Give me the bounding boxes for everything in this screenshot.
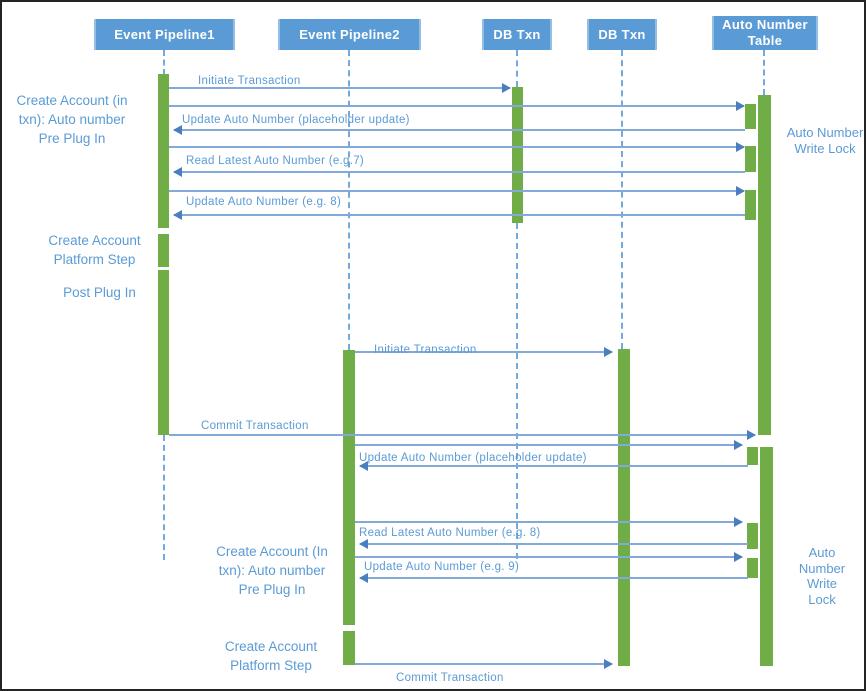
- activation-bar-write-lock-bar-2: [745, 146, 756, 172]
- actor-header-event-pipeline1: Event Pipeline1: [94, 19, 235, 50]
- annotation-post-plugin-note: Post Plug In: [47, 283, 152, 302]
- arrowhead-right-icon: [604, 659, 613, 669]
- message-label-8: Commit Transaction: [201, 420, 309, 432]
- actor-label-line: Table: [747, 33, 783, 48]
- actor-header-db-txn-1: DB Txn: [482, 19, 552, 50]
- message-label-2: Update Auto Number (placeholder update): [182, 114, 410, 126]
- message-line-12: [360, 543, 748, 545]
- arrowhead-right-icon: [734, 552, 743, 562]
- lifeline-event-pipeline2: [348, 50, 350, 350]
- annotation-line: Create Account: [224, 639, 318, 654]
- activation-bar-write-lock-bar-5: [747, 523, 758, 549]
- actor-label-line: DB Txn: [493, 26, 541, 42]
- lifeline-db-txn-1: [516, 50, 518, 87]
- activation-bar-ep1-activation-3: [158, 270, 169, 435]
- message-label-6: Update Auto Number (e.g. 8): [186, 196, 342, 208]
- actor-label-line: Event Pipeline1: [114, 26, 215, 42]
- message-label-7: Initiate Transaction: [374, 344, 477, 356]
- annotation-line: Pre Plug In: [38, 131, 106, 146]
- message-line-2: [174, 129, 745, 131]
- message-line-3: [169, 146, 744, 148]
- lifeline-db-txn-2: [621, 50, 623, 349]
- activation-bar-write-lock-bar-3: [745, 190, 756, 220]
- message-label-10: Update Auto Number (placeholder update): [359, 452, 587, 464]
- actor-header-db-txn-2: DB Txn: [587, 19, 657, 50]
- message-label-14: Update Auto Number (e.g. 9): [364, 561, 520, 573]
- annotation-line: txn): Auto number: [18, 112, 126, 127]
- annotation-line: Write Lock: [794, 140, 856, 156]
- annotation-line: Platform Step: [53, 252, 136, 267]
- annotation-line: Pre Plug In: [238, 582, 306, 597]
- message-line-11: [355, 521, 742, 523]
- annotation-line: Number: [798, 560, 846, 576]
- arrowhead-right-icon: [736, 142, 745, 152]
- annotation-line: Auto Number: [786, 125, 864, 140]
- activation-bar-ep1-activation-2: [158, 234, 169, 267]
- activation-bar-ep2-activation-1: [343, 350, 355, 625]
- arrowhead-left-icon: [359, 539, 368, 549]
- activation-bar-write-lock-bar-6: [747, 558, 758, 578]
- message-line-7: [355, 351, 612, 353]
- activation-bar-ep2-activation-2: [343, 631, 355, 665]
- activation-bar-write-lock-bar-4: [747, 447, 758, 465]
- message-line-10: [360, 465, 748, 467]
- annotation-line: Auto: [808, 545, 836, 560]
- arrowhead-left-icon: [173, 210, 182, 220]
- annotation-line: Create Account (In: [216, 544, 328, 559]
- message-line-1: [169, 105, 744, 107]
- arrowhead-right-icon: [736, 101, 745, 111]
- message-line-0: [169, 87, 510, 89]
- activation-bar-db-txn2-activation: [618, 349, 630, 666]
- arrowhead-right-icon: [502, 83, 511, 93]
- arrowhead-right-icon: [736, 186, 745, 196]
- arrowhead-right-icon: [734, 440, 743, 450]
- annotation-line: Create Account (in: [16, 93, 128, 108]
- arrowhead-right-icon: [747, 430, 756, 440]
- message-label-15: Commit Transaction: [396, 672, 504, 684]
- actor-label-line: Event Pipeline2: [299, 26, 400, 42]
- arrowhead-left-icon: [359, 461, 368, 471]
- message-line-4: [174, 171, 745, 173]
- message-label-12: Read Latest Auto Number (e.g. 8): [359, 527, 541, 539]
- annotation-line: txn): Auto number: [218, 563, 326, 578]
- message-line-13: [355, 556, 742, 558]
- message-label-4: Read Latest Auto Number (e.g.7): [186, 155, 365, 167]
- annotation-line: Create Account: [48, 233, 141, 248]
- annotation-line: Platform Step: [230, 658, 312, 673]
- message-line-6: [174, 214, 745, 216]
- actor-label-line: Auto Number: [722, 17, 808, 32]
- actor-header-event-pipeline2: Event Pipeline2: [278, 19, 421, 50]
- annotation-line: Write: [806, 576, 838, 591]
- annotation-line: Lock: [808, 591, 836, 607]
- activation-bar-auto-number-activation-1: [758, 95, 771, 435]
- arrowhead-right-icon: [734, 517, 743, 527]
- actor-label-line: DB Txn: [598, 26, 646, 42]
- message-line-14: [360, 577, 748, 579]
- lifeline-auto-number-table: [763, 50, 765, 95]
- message-label-0: Initiate Transaction: [198, 75, 301, 87]
- arrowhead-left-icon: [173, 167, 182, 177]
- message-line-9: [355, 444, 742, 446]
- arrowhead-left-icon: [359, 573, 368, 583]
- activation-bar-auto-number-activation-2: [760, 447, 773, 666]
- message-line-15: [355, 663, 612, 665]
- activation-bar-ep1-activation-1: [158, 74, 169, 228]
- message-line-5: [169, 190, 744, 192]
- arrowhead-right-icon: [604, 347, 613, 357]
- arrowhead-left-icon: [173, 125, 182, 135]
- lifeline-db-txn-1: [516, 223, 518, 559]
- message-line-8: [169, 434, 755, 436]
- activation-bar-db-txn1-activation: [512, 87, 523, 223]
- activation-bar-write-lock-bar-1: [745, 104, 756, 129]
- annotation-line: Post Plug In: [63, 285, 136, 300]
- lifeline-event-pipeline1: [163, 435, 165, 560]
- lifeline-event-pipeline1: [163, 50, 165, 75]
